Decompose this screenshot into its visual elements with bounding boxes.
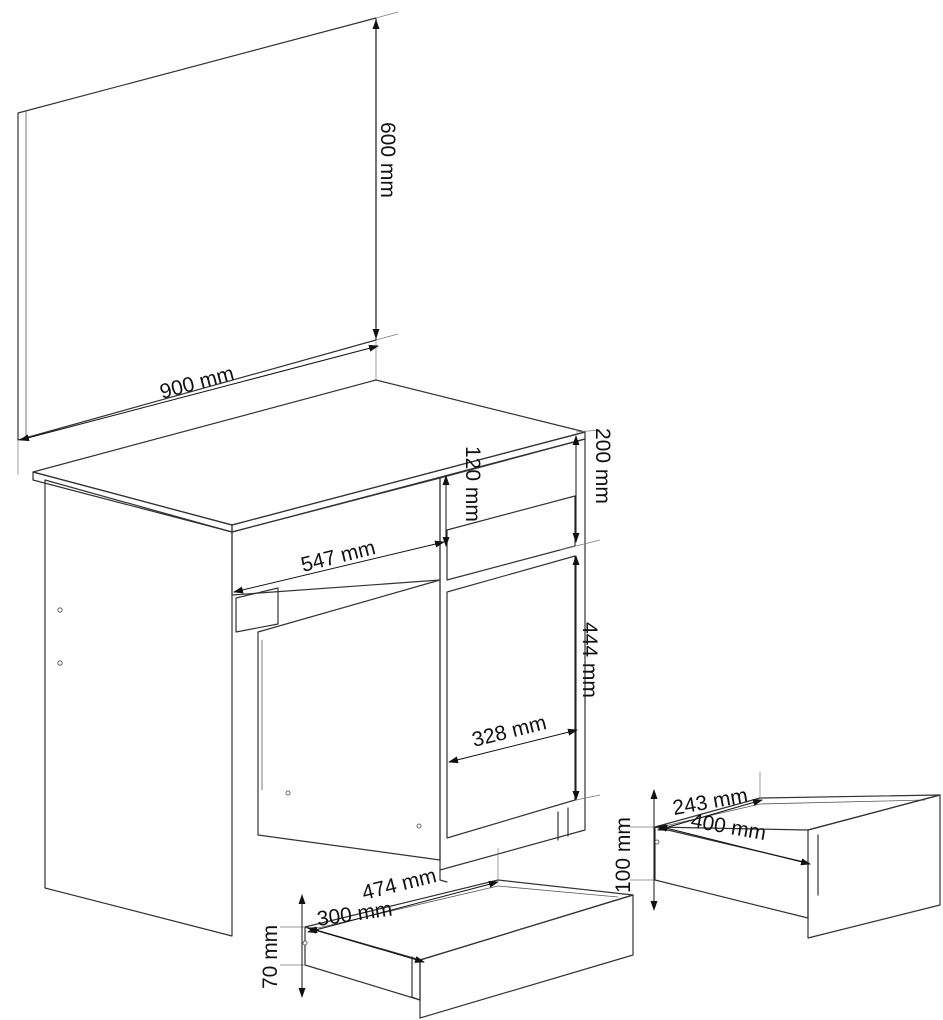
label-drawer-small-width: 400 mm: [689, 809, 768, 845]
label-cabinet-door-width: 328 mm: [470, 711, 549, 752]
label-drawer-large-width: 300 mm: [315, 898, 393, 931]
label-drawer-front-height: 120 mm: [461, 446, 484, 522]
dim-line-mirror-width: [19, 344, 379, 442]
drawer-large: [280, 848, 634, 1019]
label-drawer-large-length: 474 mm: [360, 864, 439, 905]
dim-line-drawer-small-width: [657, 824, 811, 866]
label-cabinet-door-height: 444 mm: [578, 622, 601, 698]
dimension-lines: [19, 19, 811, 998]
label-kneehole-width: 547 mm: [299, 536, 378, 577]
dim-line-cabinet-door-width: [448, 728, 578, 764]
label-mirror-width: 900 mm: [157, 362, 236, 404]
dim-line-drawer-large-width: [307, 927, 425, 963]
label-mirror-height: 600 mm: [376, 122, 399, 198]
mirror-panel: [17, 11, 399, 475]
label-top-drawer-height: 200 mm: [591, 428, 614, 504]
dim-line-drawer-large-length: [307, 880, 499, 934]
desk: [32, 379, 586, 937]
label-drawer-small-height: 100 mm: [612, 817, 635, 893]
dim-line-kneehole-width: [233, 540, 445, 594]
dimension-labels: 600 mm 900 mm 120 mm 200 mm 547 mm 444 m…: [157, 122, 767, 989]
label-drawer-large-height: 70 mm: [259, 925, 282, 989]
